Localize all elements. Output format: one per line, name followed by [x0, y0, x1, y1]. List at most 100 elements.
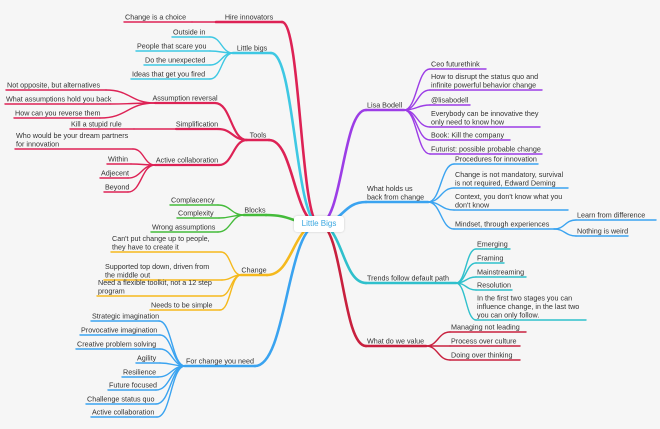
connector-ar_1: [105, 89, 156, 104]
node-tf_2[interactable]: Framing: [477, 254, 503, 263]
node-ac_2[interactable]: Within: [108, 155, 128, 164]
node-label: back from change: [367, 193, 424, 202]
node-blocks[interactable]: Blocks: [244, 206, 266, 215]
connector-fcyn: [253, 222, 321, 368]
connector-wh_4: [427, 201, 455, 230]
node-lb[interactable]: Little bigs: [237, 44, 268, 53]
node-change[interactable]: Change: [241, 266, 266, 275]
node-fc_8[interactable]: Active collaboration: [92, 408, 154, 417]
node-label: Simplification: [176, 120, 218, 129]
node-wd_1[interactable]: Managing not leading: [451, 323, 520, 332]
node-label: Ideas that get you fired: [132, 70, 205, 79]
node-label: Outside in: [173, 28, 205, 37]
node-wd_2[interactable]: Process over culture: [451, 337, 517, 346]
node-label: Resilience: [123, 368, 156, 377]
node-hire_1[interactable]: Change is a choice: [125, 13, 186, 22]
node-fc_2[interactable]: Provocative imagination: [81, 326, 157, 335]
node-ch_1[interactable]: Can't put change up to people,they have …: [112, 234, 210, 252]
connector-ch_1: [220, 251, 242, 276]
node-lb_3[interactable]: Do the unexpected: [145, 56, 205, 65]
node-li_6[interactable]: Futurist: possible probable change: [431, 145, 541, 154]
node-label: Doing over thinking: [451, 351, 513, 360]
node-label: program: [98, 287, 125, 296]
node-bl_2[interactable]: Complexity: [178, 209, 214, 218]
node-label: Need a flexible toolkit, not a 12 step: [98, 278, 212, 287]
node-tf_3[interactable]: Mainstreaming: [477, 268, 524, 277]
node-lisa[interactable]: Lisa Bodell: [367, 101, 403, 110]
connector-li_6: [403, 109, 431, 155]
node-lb_1[interactable]: Outside in: [173, 28, 205, 37]
node-label: Context, you don't know what you: [455, 192, 562, 201]
node-ch_4[interactable]: Needs to be simple: [151, 301, 213, 310]
node-wh_1[interactable]: Procedures for innovation: [455, 155, 537, 164]
node-label: Do the unexpected: [145, 56, 205, 65]
node-fc_7[interactable]: Challenge status quo: [87, 395, 155, 404]
node-hire[interactable]: Hire innovators: [225, 13, 274, 22]
node-li_1[interactable]: Ceo futurethink: [431, 60, 480, 69]
node-tfd[interactable]: Trends follow default path: [367, 274, 449, 283]
node-label: for innovation: [16, 140, 59, 149]
node-ac[interactable]: Active collaboration: [156, 156, 218, 165]
node-ar_2[interactable]: What assumptions hold you back: [6, 95, 112, 104]
connector-li_1: [403, 68, 431, 111]
connector-ac_4: [127, 164, 156, 193]
connector-wd_1: [425, 331, 451, 347]
node-label: Who would be your dream partners: [16, 131, 129, 140]
node-fc_6[interactable]: Future focused: [109, 381, 157, 390]
node-tf_4[interactable]: Resolution: [477, 281, 511, 290]
node-label: Blocks: [244, 206, 266, 215]
node-tools[interactable]: Tools: [250, 131, 267, 140]
node-simp_1[interactable]: Kill a stupid rule: [71, 120, 122, 129]
node-ar_1[interactable]: Not opposite, but alternatives: [7, 81, 100, 90]
node-lb_2[interactable]: People that scare you: [137, 42, 207, 51]
node-label: Change is a choice: [125, 13, 186, 22]
node-label: Procedures for innovation: [455, 155, 537, 164]
node-wh_4b[interactable]: Nothing is weird: [577, 227, 628, 236]
node-fc_1[interactable]: Strategic imagination: [92, 312, 159, 321]
node-ar_3[interactable]: How can you reverse them: [15, 109, 101, 118]
node-ac_3[interactable]: Adjecent: [101, 169, 129, 178]
node-label: Everybody can be innovative they: [431, 109, 539, 118]
node-label: Assumption reversal: [152, 94, 218, 103]
node-li_3[interactable]: @lisabodell: [431, 96, 469, 105]
connector-ar_3: [99, 102, 156, 119]
node-fcyn[interactable]: For change you need: [186, 357, 254, 366]
connector-bl_3: [217, 214, 245, 233]
node-label: Framing: [477, 254, 503, 263]
root-node[interactable]: Little Bigs: [294, 216, 344, 232]
node-label: Strategic imagination: [92, 312, 159, 321]
node-simp[interactable]: Simplification: [176, 120, 218, 129]
node-label: How to disrupt the status quo and: [431, 72, 538, 81]
node-label: Supported top down, driven from: [105, 262, 209, 271]
node-wdv[interactable]: What do we value: [367, 337, 424, 346]
node-label: Managing not leading: [451, 323, 520, 332]
node-wd_3[interactable]: Doing over thinking: [451, 351, 513, 360]
connector-ac_3: [127, 164, 156, 179]
node-wh_4[interactable]: Mindset, through experiences: [455, 220, 550, 229]
node-fc_5[interactable]: Resilience: [123, 368, 156, 377]
node-ac_4[interactable]: Beyond: [105, 183, 129, 192]
node-bl_1[interactable]: Complacency: [171, 196, 215, 205]
node-label: Little bigs: [237, 44, 268, 53]
node-fc_3[interactable]: Creative problem solving: [77, 340, 156, 349]
node-label: Lisa Bodell: [367, 101, 403, 110]
node-wh_4a[interactable]: Learn from difference: [577, 211, 645, 220]
node-bl_3[interactable]: Wrong assumptions: [152, 223, 216, 232]
node-label: For change you need: [186, 357, 254, 366]
node-lb_4[interactable]: Ideas that get you fired: [132, 70, 205, 79]
node-label: Futurist: possible probable change: [431, 145, 541, 154]
node-fc_4[interactable]: Agility: [137, 354, 157, 363]
node-ar[interactable]: Assumption reversal: [152, 94, 218, 103]
node-li_5[interactable]: Book: Kill the company: [431, 131, 505, 140]
node-tf_1[interactable]: Emerging: [477, 240, 508, 249]
node-label: Book: Kill the company: [431, 131, 505, 140]
